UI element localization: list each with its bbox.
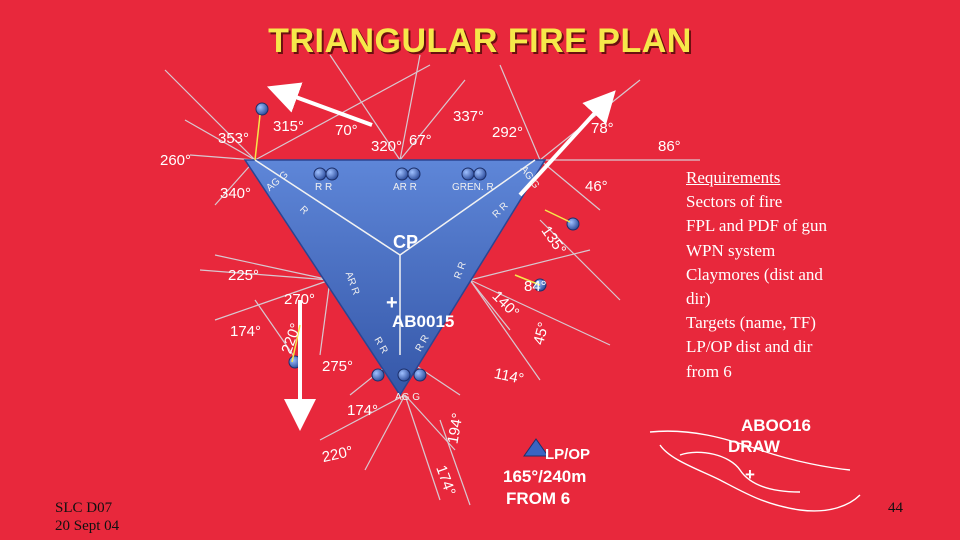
sector-label: 340° <box>220 185 252 202</box>
sector-label: 292° <box>492 124 524 141</box>
draw-label: DRAW <box>728 437 780 456</box>
requirements-list: Requirements Sectors of fire FPL and PDF… <box>686 166 827 384</box>
requirement-item: from 6 <box>686 361 732 381</box>
lpop-label: LP/OP <box>545 446 591 463</box>
sector-label: 337° <box>453 108 485 125</box>
position-code: R R <box>315 182 333 193</box>
sector-lines <box>164 54 700 506</box>
draw-id: ABOO16 <box>741 416 811 435</box>
page-number: 44 <box>888 500 903 516</box>
sector-label: 174° <box>347 402 379 419</box>
sector-label: 84° <box>524 278 547 295</box>
position-code: AG G <box>395 392 421 403</box>
requirement-item: LP/OP dist and dir <box>686 337 813 357</box>
sector-label: 275° <box>322 358 354 375</box>
draw-plus: + <box>745 465 755 484</box>
requirement-item: Claymores (dist and <box>686 264 823 284</box>
requirement-item: dir) <box>686 289 711 309</box>
sector-label: 270° <box>284 291 316 308</box>
position-code: AR R <box>393 182 417 193</box>
sector-label: 320° <box>371 138 403 155</box>
sector-label: 174° <box>230 323 262 340</box>
requirement-item: WPN system <box>686 240 776 260</box>
ab-plus: + <box>386 292 398 314</box>
footer-date: 20 Sept 04 <box>55 518 120 534</box>
ab-label: AB0015 <box>392 312 455 331</box>
requirement-item: Targets (name, TF) <box>686 313 816 333</box>
sector-label: 78° <box>591 120 614 137</box>
position-code: GREN. R <box>452 182 494 193</box>
requirement-item: Sectors of fire <box>686 192 783 212</box>
inner-arms <box>254 159 536 355</box>
lpop-reference: FROM 6 <box>506 489 571 508</box>
position-dots <box>255 102 580 382</box>
sector-label: 86° <box>658 138 681 155</box>
sector-label: 70° <box>335 122 358 139</box>
cp-label: CP <box>393 232 419 252</box>
sector-label: 315° <box>273 118 305 135</box>
lpop-direction: 165°/240m <box>503 467 587 486</box>
draw-terrain <box>649 430 861 512</box>
sector-label: 67° <box>409 132 432 149</box>
pdf-arrows <box>266 82 616 431</box>
sector-label: 353° <box>218 130 250 147</box>
sector-label: 225° <box>228 267 260 284</box>
requirement-item: FPL and PDF of gun <box>686 216 828 236</box>
requirements-heading: Requirements <box>686 168 781 187</box>
triangle-position <box>243 159 547 397</box>
footer-slc: SLC D07 <box>55 500 113 516</box>
claymore-lines <box>254 114 571 363</box>
sector-label: 46° <box>585 178 608 195</box>
sector-label: 260° <box>160 152 192 169</box>
page-title: TRIANGULAR FIRE PLAN <box>268 22 692 60</box>
lpop-marker <box>523 438 549 457</box>
